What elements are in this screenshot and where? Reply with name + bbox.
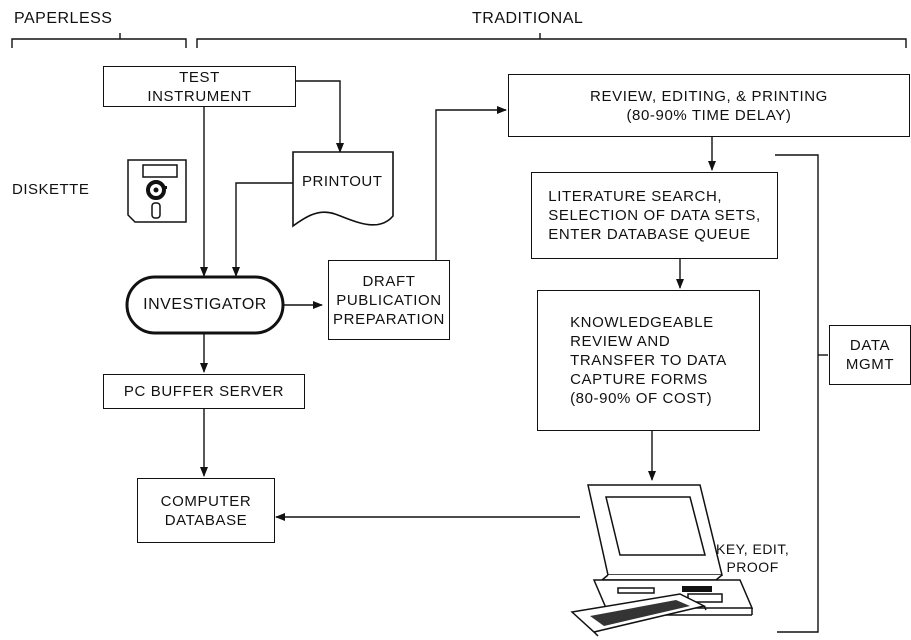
- knowledgeable-review-box: KNOWLEDGEABLE REVIEW AND TRANSFER TO DAT…: [537, 290, 760, 431]
- pc-buffer-server-box: PC BUFFER SERVER: [103, 374, 305, 409]
- key-edit-proof-label: KEY, EDIT, PROOF: [716, 541, 790, 575]
- arrow-printout-to-investigator: [232, 182, 293, 277]
- traditional-header: TRADITIONAL: [472, 10, 584, 27]
- data-mgmt-bracket: [775, 154, 828, 633]
- review-editing-box: REVIEW, EDITING, & PRINTING (80-90% TIME…: [508, 74, 910, 137]
- computer-database-label: COMPUTER DATABASE: [160, 492, 252, 529]
- investigator-label: INVESTIGATOR: [143, 296, 267, 313]
- computer-terminal-icon: [570, 484, 754, 637]
- draft-publication-box: DRAFT PUBLICATION PREPARATION: [328, 260, 450, 340]
- literature-search-label: LITERATURE SEARCH, SELECTION OF DATA SET…: [548, 188, 761, 243]
- arrow-instrument-to-printout: [296, 80, 344, 153]
- investigator-shape: [125, 275, 285, 335]
- test-instrument-box: TEST INSTRUMENT: [103, 66, 296, 107]
- paperless-bracket: [11, 33, 187, 48]
- pc-buffer-server-label: PC BUFFER SERVER: [123, 383, 285, 400]
- printout-label: PRINTOUT: [302, 173, 383, 190]
- diskette-icon: [127, 159, 187, 223]
- knowledgeable-review-label: KNOWLEDGEABLE REVIEW AND TRANSFER TO DAT…: [570, 314, 727, 407]
- draft-publication-label: DRAFT PUBLICATION PREPARATION: [333, 272, 445, 328]
- data-mgmt-label: DATA MGMT: [845, 337, 895, 373]
- data-mgmt-box: DATA MGMT: [829, 325, 911, 385]
- traditional-bracket: [196, 33, 907, 48]
- arrow-draft-to-review: [435, 106, 507, 260]
- diskette-label: DISKETTE: [12, 181, 90, 198]
- test-instrument-label: TEST INSTRUMENT: [147, 68, 252, 105]
- review-editing-label: REVIEW, EDITING, & PRINTING (80-90% TIME…: [590, 87, 828, 124]
- computer-database-box: COMPUTER DATABASE: [137, 478, 275, 543]
- paperless-header: PAPERLESS: [14, 10, 113, 27]
- printout-shape: [292, 151, 394, 228]
- literature-search-box: LITERATURE SEARCH, SELECTION OF DATA SET…: [531, 172, 778, 259]
